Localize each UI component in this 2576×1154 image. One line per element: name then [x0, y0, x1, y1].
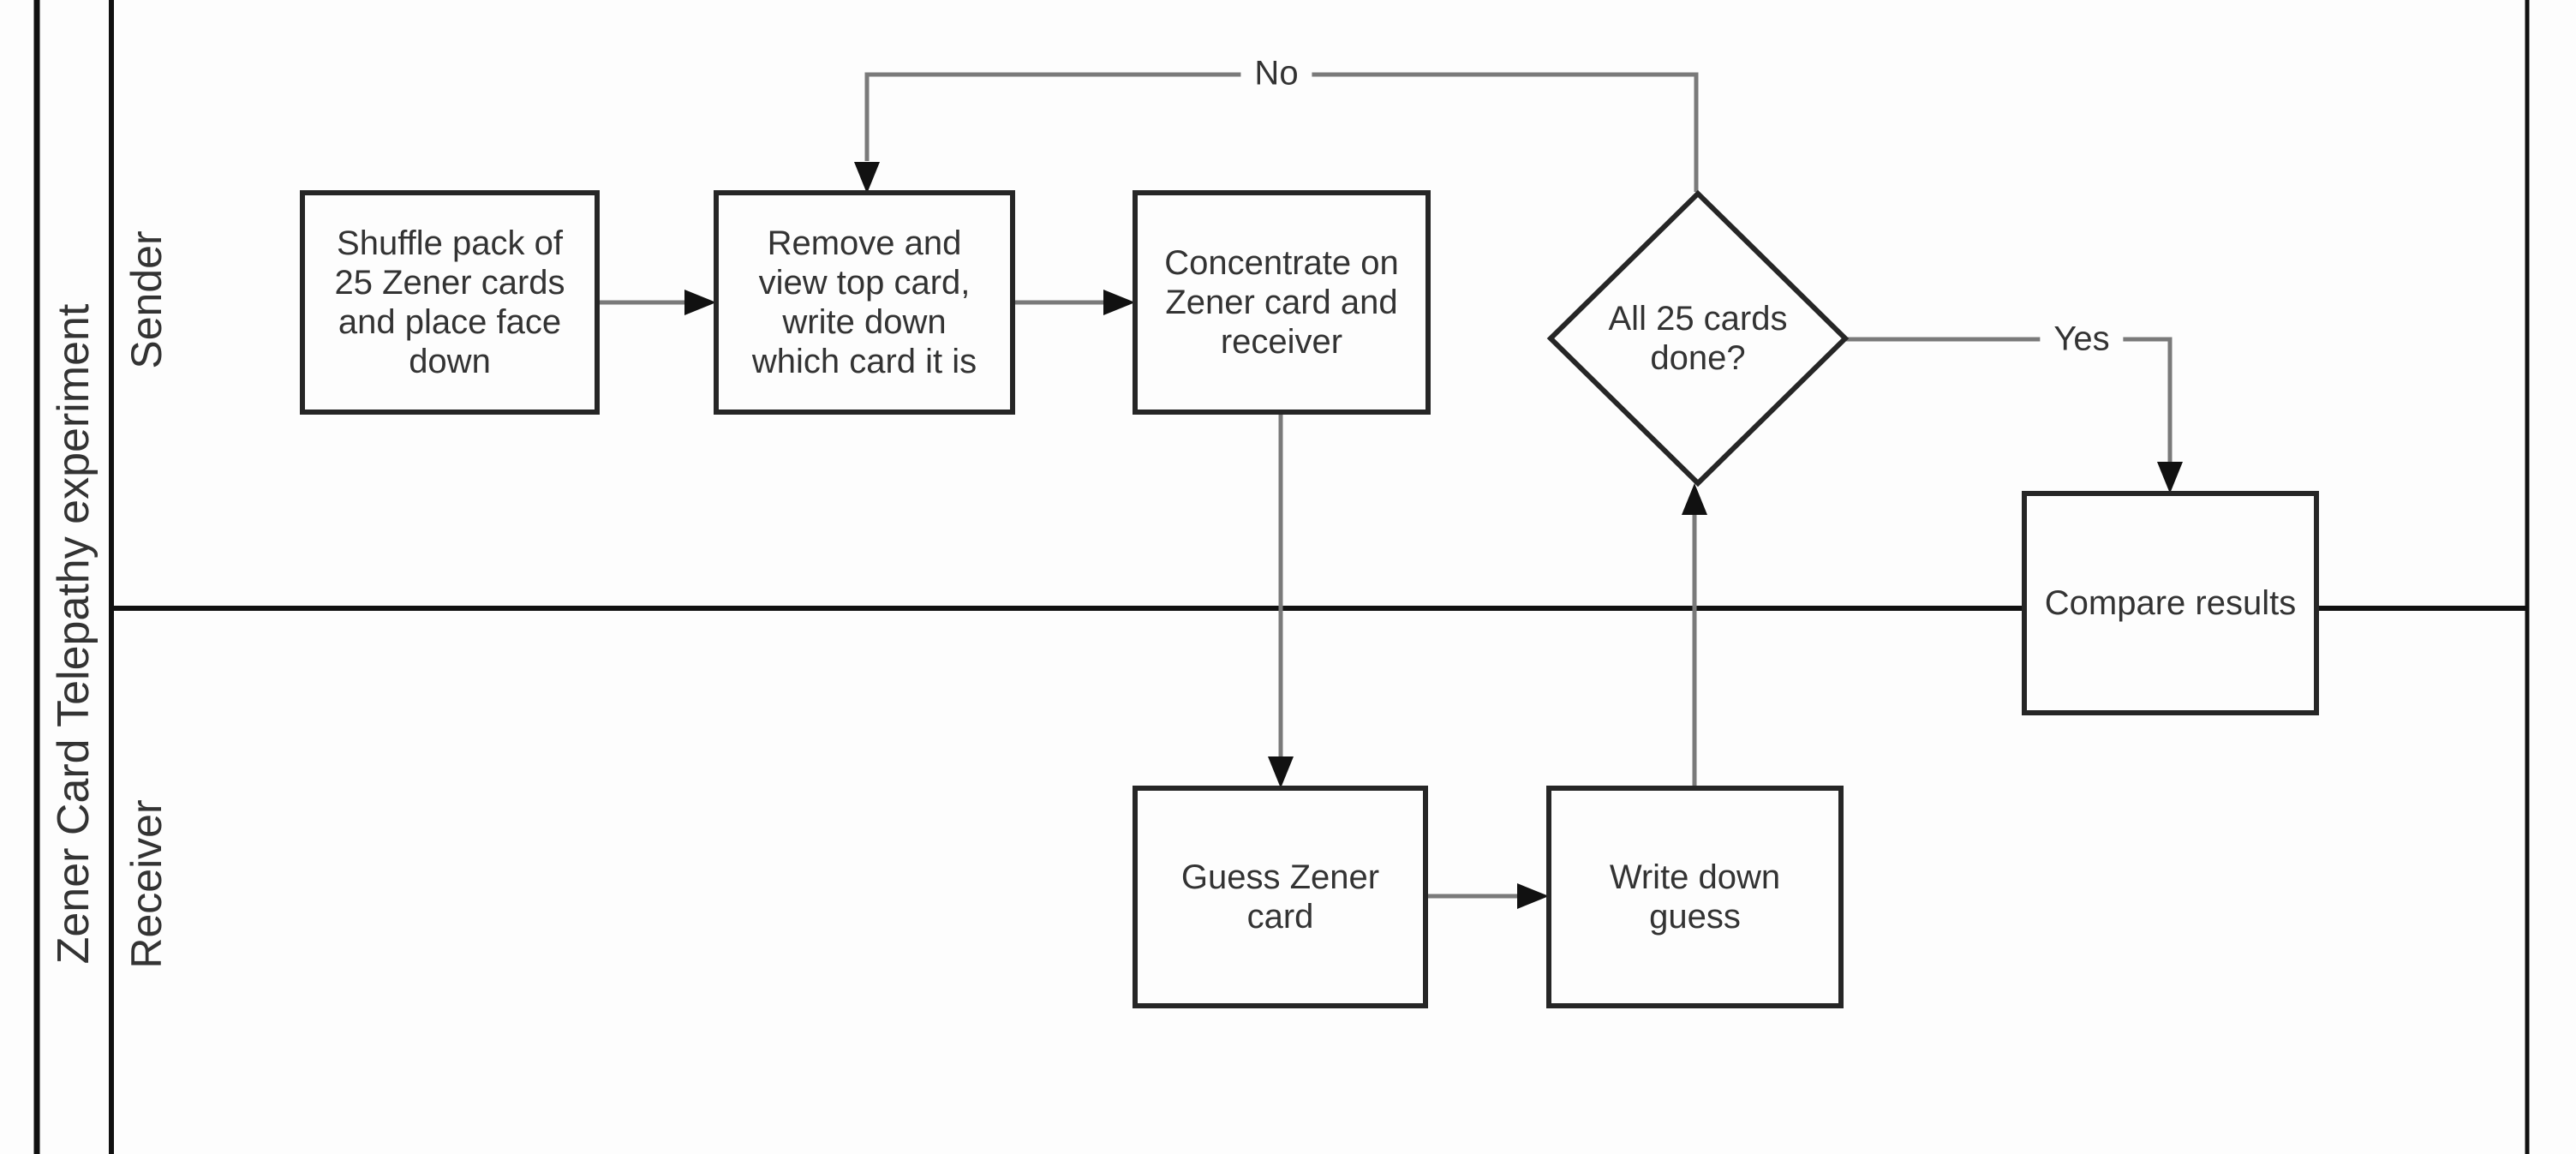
pool-title: Zener Card Telepathy experiment: [49, 303, 99, 965]
flow-node-concentrate: Concentrate on Zener card and receiver: [1133, 190, 1431, 415]
edge-label-no: No: [1240, 52, 1312, 95]
node-label-compare: Compare results: [2044, 584, 2297, 622]
flow-node-guess: Guess Zener card: [1133, 786, 1428, 1008]
node-label-concentrate: Concentrate on Zener card and receiver: [1164, 244, 1399, 361]
flow-node-shuffle: Shuffle pack of 25 Zener cards and place…: [300, 190, 600, 415]
arrowhead-into-decision: [1682, 483, 1707, 515]
arrowhead-into-concentrate: [1103, 290, 1135, 315]
arrowhead-into-remove-left: [684, 290, 716, 315]
edge-decision-yes-to-compare: [1846, 337, 2173, 463]
arrowhead-into-compare: [2157, 462, 2183, 493]
node-label-decision: All 25 cards done?: [1608, 300, 1788, 377]
node-label-write: Write down guess: [1609, 858, 1781, 936]
arrowhead-into-remove-top: [854, 162, 880, 194]
lane-label-receiver: Receiver: [123, 799, 170, 969]
node-label-shuffle: Shuffle pack of 25 Zener cards and place…: [334, 224, 565, 380]
node-label-guess: Guess Zener card: [1180, 858, 1380, 936]
arrowhead-into-guess: [1268, 756, 1294, 788]
flow-node-compare: Compare results: [2022, 491, 2319, 715]
edge-label-yes: Yes: [2040, 318, 2124, 361]
flow-node-remove: Remove and view top card, write down whi…: [714, 190, 1015, 415]
node-label-remove: Remove and view top card, write down whi…: [751, 224, 977, 380]
lane-label-sender: Sender: [123, 230, 170, 369]
flow-node-write: Write down guess: [1546, 786, 1844, 1008]
decision-diamond: [1546, 189, 1850, 487]
arrowhead-into-write: [1517, 883, 1549, 909]
